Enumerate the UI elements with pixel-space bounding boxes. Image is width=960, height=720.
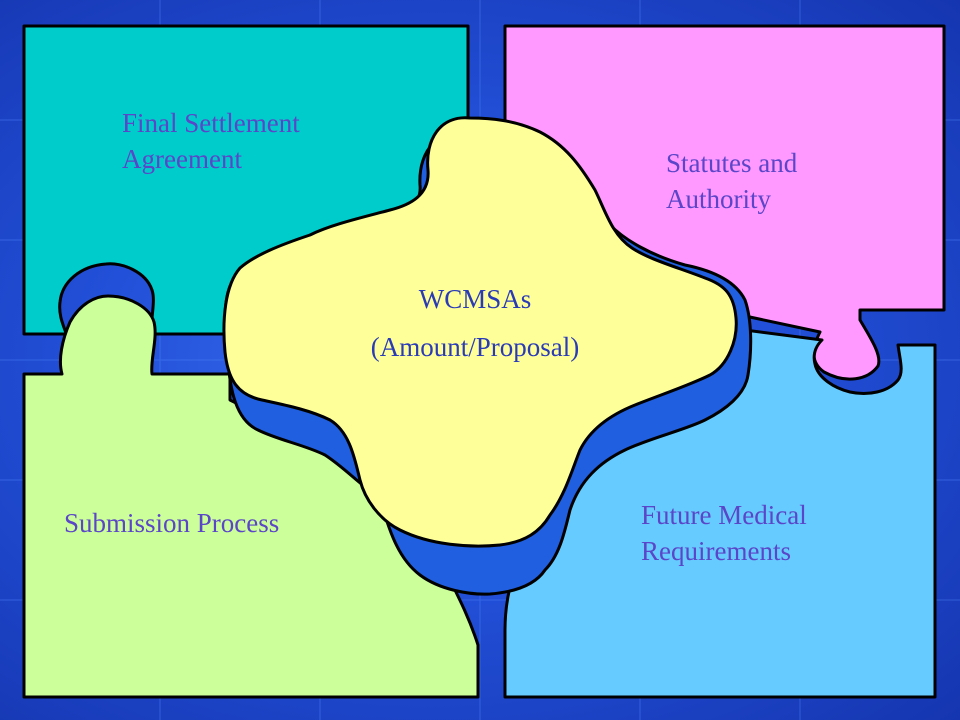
- center-piece-label-line2: (Amount/Proposal): [370, 332, 580, 362]
- bottom-right-piece-label: Future Medical Requirements: [641, 497, 807, 569]
- top-right-piece-label: Statutes and Authority: [666, 145, 797, 217]
- top-left-piece-label: Final Settlement Agreement: [122, 105, 300, 177]
- bottom-left-piece-label: Submission Process: [64, 505, 279, 541]
- bottom-right-piece-label-line2: Requirements: [641, 536, 791, 566]
- top-left-piece-label-line2: Agreement: [122, 144, 242, 174]
- top-left-piece-label-line1: Final Settlement: [122, 108, 300, 138]
- bottom-right-piece-label-line1: Future Medical: [641, 500, 807, 530]
- center-piece-label: WCMSAs (Amount/Proposal): [345, 275, 605, 371]
- top-right-piece-label-line2: Authority: [666, 184, 771, 214]
- puzzle-piece-center: [222, 116, 738, 548]
- top-right-piece-label-line1: Statutes and: [666, 148, 798, 178]
- bottom-left-piece-label-line1: Submission Process: [64, 508, 280, 538]
- center-piece-label-line1: WCMSAs: [418, 284, 532, 314]
